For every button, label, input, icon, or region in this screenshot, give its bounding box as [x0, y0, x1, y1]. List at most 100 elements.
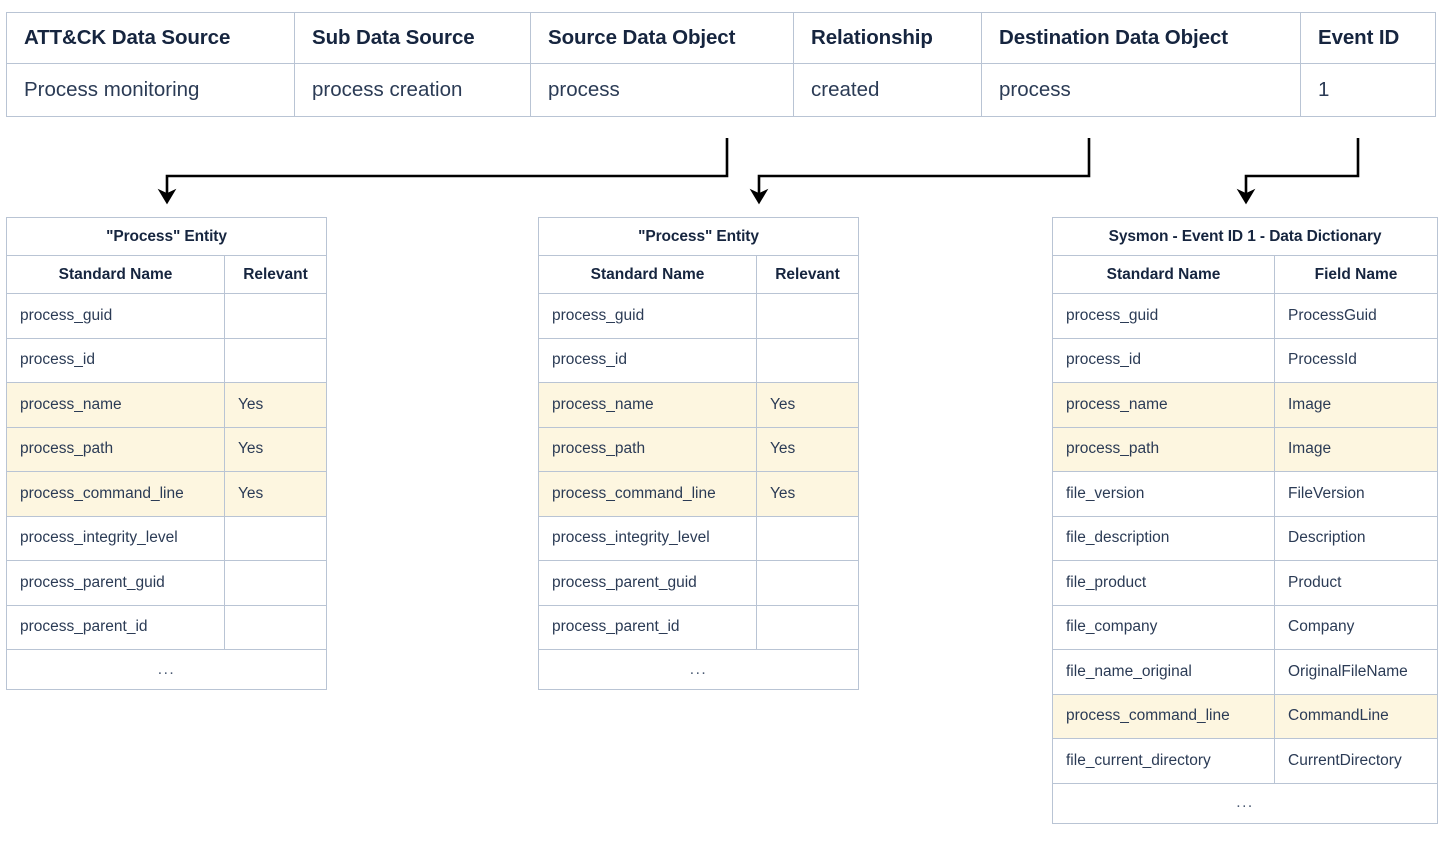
cell-attack-data-source: Process monitoring [6, 63, 295, 117]
table-row: file_description Description [1052, 515, 1439, 561]
cell-standard-name: process_guid [6, 293, 225, 339]
cell-standard-name: process_id [538, 337, 757, 383]
table-row: file_name_original OriginalFileName [1052, 649, 1439, 695]
cell-standard-name: process_parent_guid [6, 560, 225, 606]
cell-relevant [224, 337, 327, 383]
cell-standard-name: process_parent_id [6, 604, 225, 650]
cell-standard-name: process_guid [538, 293, 757, 339]
table-row: process_command_line Yes [538, 471, 859, 517]
cell-relevant [224, 293, 327, 339]
cell-standard-name: process_integrity_level [538, 515, 757, 561]
connector-event-id-to-sysmon-dictionary [1236, 138, 1360, 205]
table-title-row: Sysmon - Event ID 1 - Data Dictionary [1051, 217, 1439, 256]
table-row: process_command_line CommandLine [1052, 693, 1439, 739]
attack-data-source-summary-table: ATT&CK Data Source Sub Data Source Sourc… [6, 12, 1436, 117]
cell-standard-name: file_version [1052, 471, 1275, 517]
more-rows-indicator-row: ... [1051, 782, 1439, 824]
cell-relevant [224, 560, 327, 606]
table-row: process_guid [538, 293, 859, 339]
cell-field-name: Description [1273, 515, 1439, 561]
cell-relevant [756, 337, 859, 383]
cell-standard-name: file_product [1052, 560, 1275, 606]
process-entity-left-title: "Process" Entity [6, 217, 327, 256]
column-header-row: Standard Name Field Name [1052, 255, 1439, 294]
process-entity-table-left: "Process" Entity Standard Name Relevant … [6, 217, 327, 690]
cell-relevant [756, 293, 859, 339]
column-header-destination-data-object: Destination Data Object [981, 12, 1301, 64]
table-row: process_name Yes [538, 382, 859, 428]
cell-standard-name: process_id [1052, 337, 1275, 383]
cell-relevant [756, 560, 859, 606]
cell-standard-name: process_name [1052, 382, 1275, 428]
cell-relevant: Yes [756, 471, 859, 517]
cell-field-name: Company [1273, 604, 1439, 650]
table-row: process_id ProcessId [1052, 337, 1439, 383]
column-header-relationship: Relationship [793, 12, 982, 64]
more-rows-indicator: ... [6, 649, 327, 690]
cell-field-name: Image [1273, 426, 1439, 472]
table-row: file_version FileVersion [1052, 471, 1439, 517]
table-title-row: "Process" Entity [538, 217, 859, 256]
table-row: process_integrity_level [538, 515, 859, 561]
table-row: process_parent_guid [6, 560, 327, 606]
cell-standard-name: process_parent_id [538, 604, 757, 650]
cell-standard-name: file_name_original [1052, 649, 1275, 695]
column-header-source-data-object: Source Data Object [530, 12, 794, 64]
cell-field-name: ProcessGuid [1273, 293, 1439, 339]
table-title-row: "Process" Entity [6, 217, 327, 256]
table-row: process_id [538, 337, 859, 383]
cell-field-name: ProcessId [1273, 337, 1439, 383]
cell-standard-name: process_name [6, 382, 225, 428]
table-row: process_parent_id [538, 604, 859, 650]
column-header-relevant: Relevant [224, 255, 327, 294]
column-header-standard-name: Standard Name [6, 255, 225, 294]
cell-standard-name: process_command_line [1052, 693, 1275, 739]
more-rows-indicator-row: ... [538, 649, 859, 690]
cell-relevant: Yes [756, 426, 859, 472]
cell-relevant [224, 515, 327, 561]
column-header-standard-name: Standard Name [538, 255, 757, 294]
process-entity-table-middle: "Process" Entity Standard Name Relevant … [538, 217, 859, 690]
table-row: file_current_directory CurrentDirectory [1052, 738, 1439, 784]
table-row: process_id [6, 337, 327, 383]
cell-standard-name: process_guid [1052, 293, 1275, 339]
cell-standard-name: process_parent_guid [538, 560, 757, 606]
column-header-row: Standard Name Relevant [6, 255, 327, 294]
cell-source-data-object: process [530, 63, 794, 117]
table-row: process_name Image [1052, 382, 1439, 428]
cell-relevant: Yes [756, 382, 859, 428]
cell-standard-name: process_id [6, 337, 225, 383]
table-row: process_guid [6, 293, 327, 339]
cell-relevant: Yes [224, 471, 327, 517]
cell-standard-name: process_path [1052, 426, 1275, 472]
table-row: process_parent_id [6, 604, 327, 650]
cell-relevant: Yes [224, 426, 327, 472]
column-header-sub-data-source: Sub Data Source [294, 12, 531, 64]
connector-destination-data-object-to-mid-entity [749, 138, 1091, 205]
cell-standard-name: process_name [538, 382, 757, 428]
more-rows-indicator: ... [1051, 782, 1439, 824]
table-row: process_parent_guid [538, 560, 859, 606]
cell-field-name: OriginalFileName [1273, 649, 1439, 695]
cell-field-name: CurrentDirectory [1273, 738, 1439, 784]
cell-field-name: Image [1273, 382, 1439, 428]
more-rows-indicator-row: ... [6, 649, 327, 690]
cell-standard-name: file_company [1052, 604, 1275, 650]
more-rows-indicator: ... [538, 649, 859, 690]
table-row: process_integrity_level [6, 515, 327, 561]
cell-event-id: 1 [1300, 63, 1436, 117]
cell-standard-name: process_path [538, 426, 757, 472]
cell-relationship: created [793, 63, 982, 117]
column-header-attack-data-source: ATT&CK Data Source [6, 12, 295, 64]
cell-standard-name: process_command_line [6, 471, 225, 517]
table-row: Process monitoring process creation proc… [6, 63, 1436, 117]
table-row: file_product Product [1052, 560, 1439, 606]
table-row: process_path Image [1052, 426, 1439, 472]
cell-standard-name: file_description [1052, 515, 1275, 561]
cell-relevant: Yes [224, 382, 327, 428]
column-header-row: Standard Name Relevant [538, 255, 859, 294]
process-entity-mid-title: "Process" Entity [538, 217, 859, 256]
table-row: process_name Yes [6, 382, 327, 428]
table-row: process_command_line Yes [6, 471, 327, 517]
table-row: file_company Company [1052, 604, 1439, 650]
